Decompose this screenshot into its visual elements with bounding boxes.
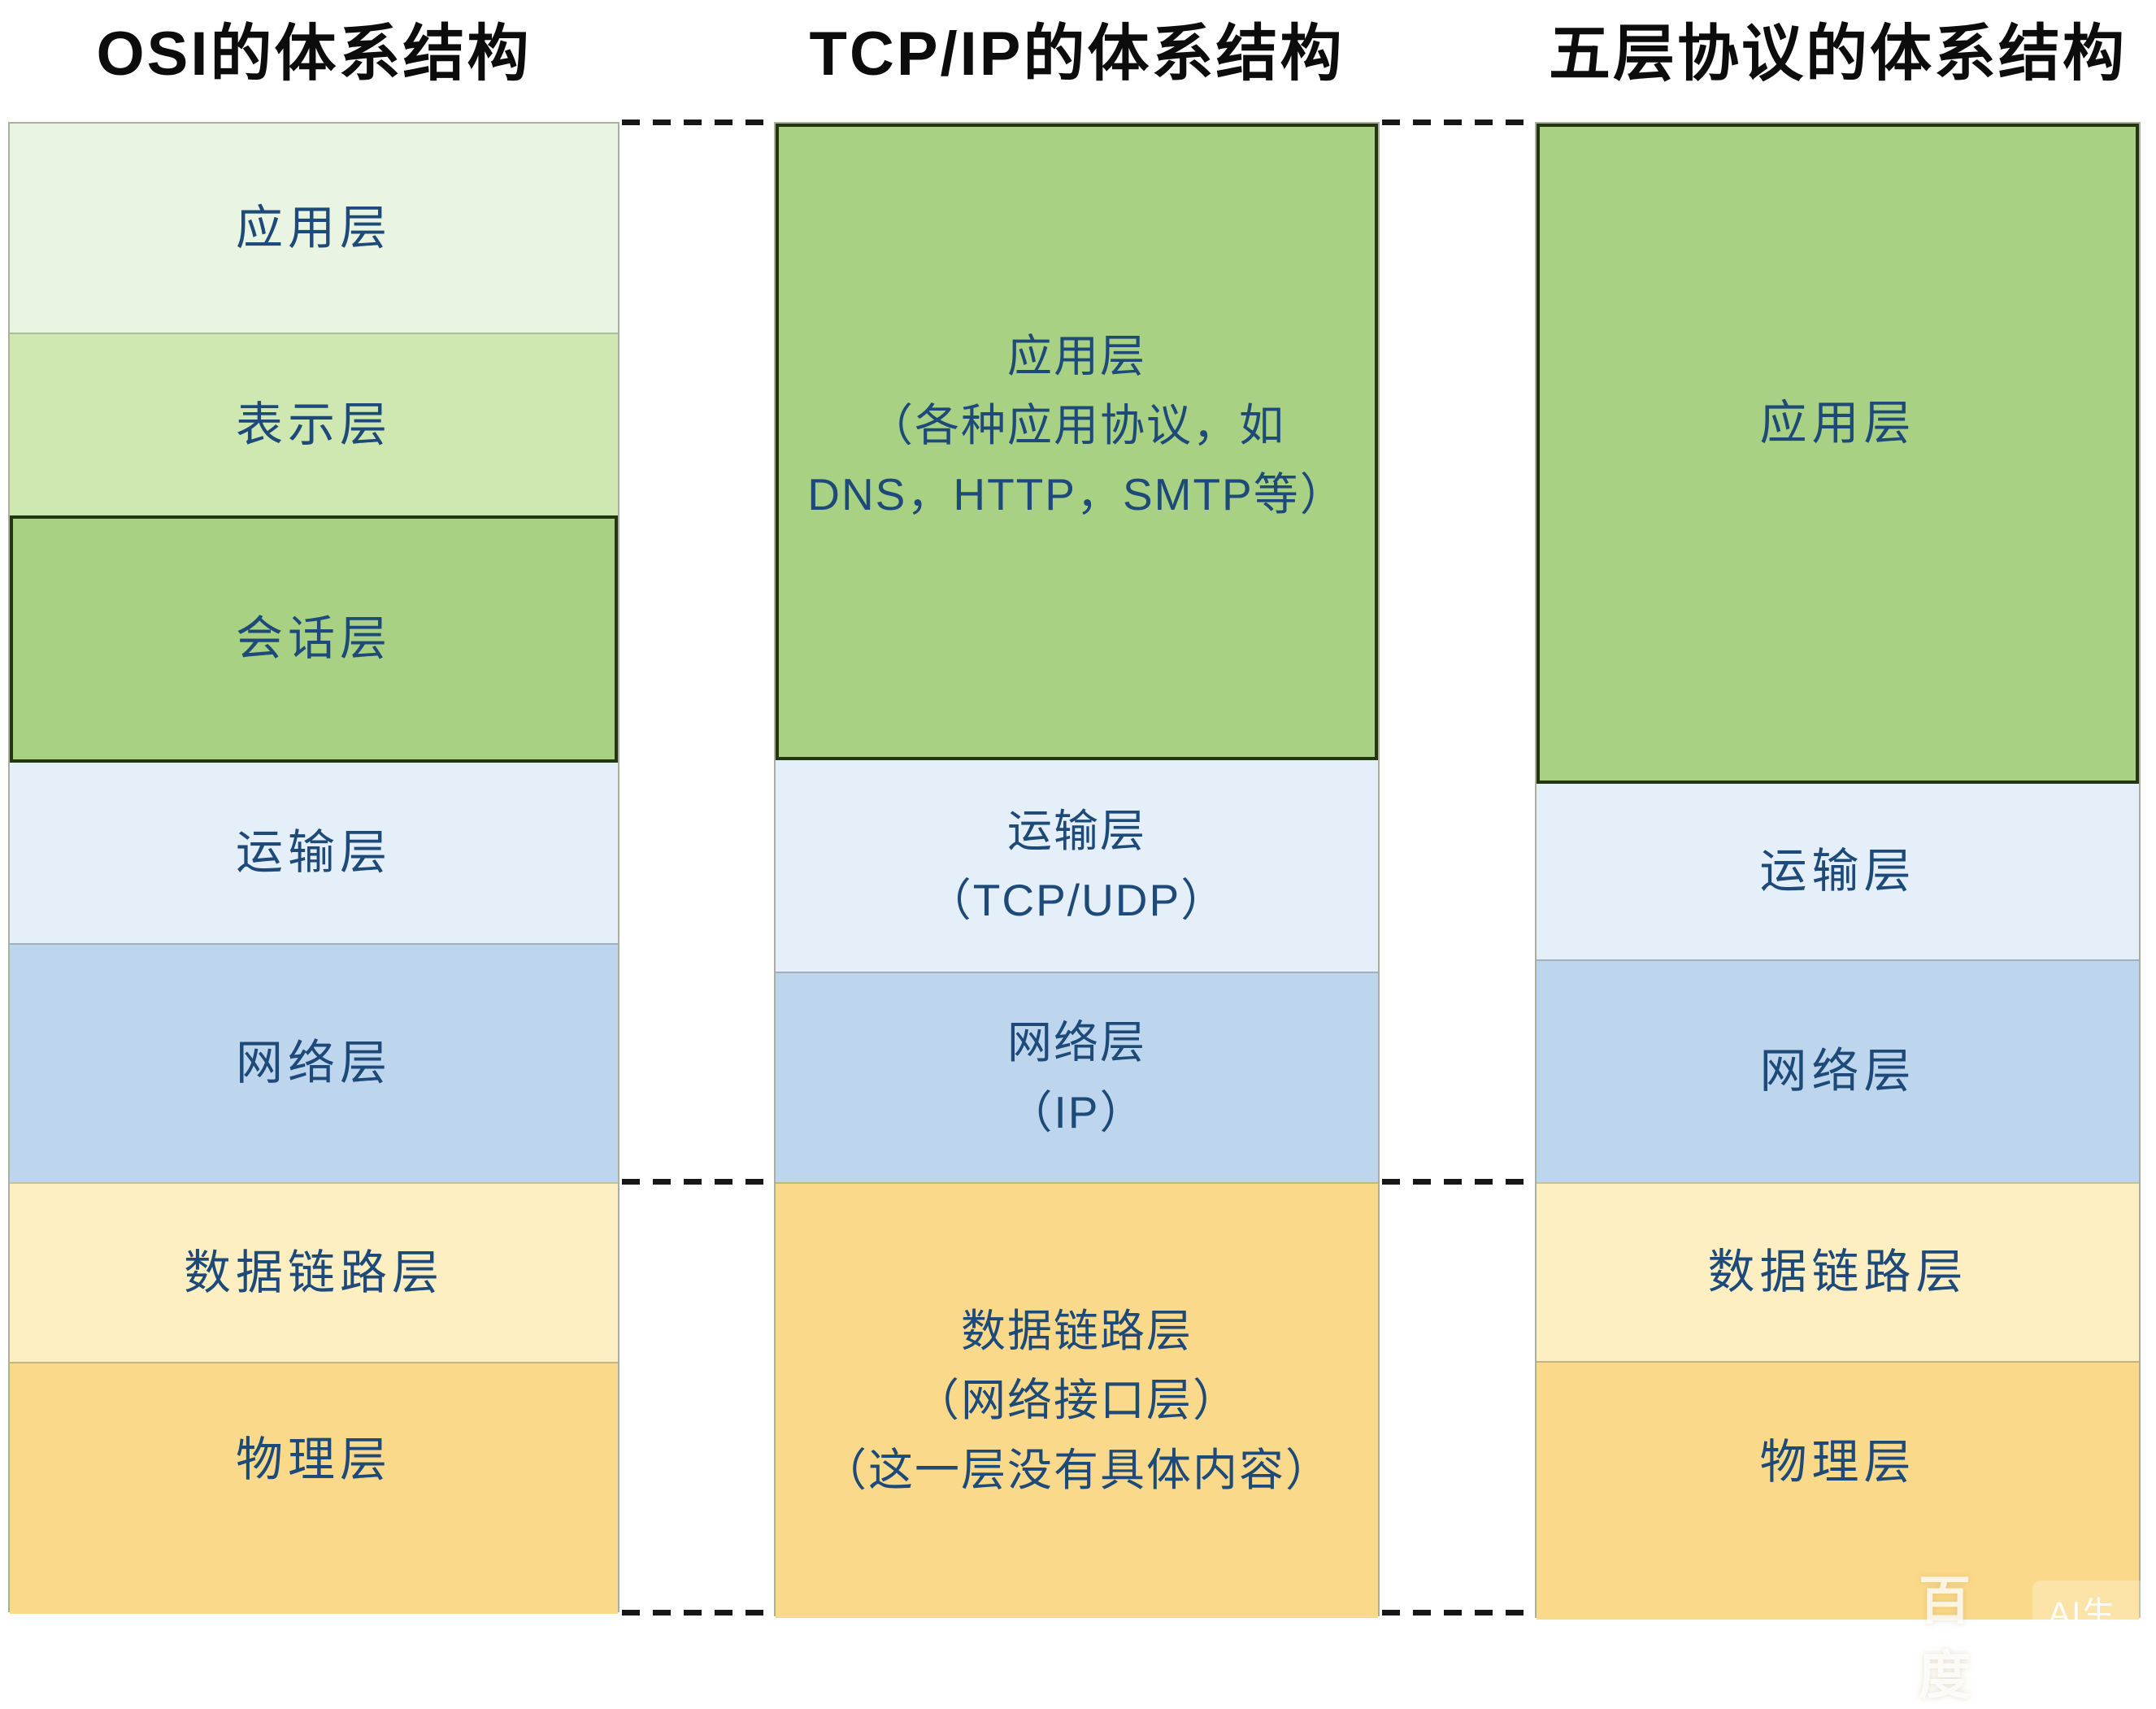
label-line: DNS，HTTP，SMTP等） xyxy=(807,469,1346,520)
five-layer-physical: 物理层 xyxy=(1537,1361,2139,1620)
watermark-brand: 百度 xyxy=(1919,1572,1974,1705)
dashed-connector-middle-left xyxy=(622,1179,772,1185)
dashed-connector-middle-right xyxy=(1382,1179,1532,1185)
dashed-connector-bottom-right xyxy=(1382,1610,1532,1616)
column-title-osi: OSI的体系结构 xyxy=(96,20,532,89)
osi-layer-network: 网络层 xyxy=(10,943,618,1182)
label-line: （各种应用协议，如 xyxy=(867,399,1285,450)
five-layer-network: 网络层 xyxy=(1537,959,2139,1182)
layer-label: 表示层 xyxy=(235,398,392,451)
layer-label: 运输层 （TCP/UDP） xyxy=(927,797,1227,936)
five-layer-application: 应用层 xyxy=(1537,124,2139,784)
tcpip-layer-network-interface: 数据链路层 （网络接口层） （这一层没有具体内容） xyxy=(776,1182,1378,1618)
osi-stack: 应用层 表示层 会话层 运输层 网络层 数据链路层 物理层 xyxy=(8,122,619,1614)
dashed-connector-bottom-left xyxy=(622,1610,772,1616)
five-layer-datalink: 数据链路层 xyxy=(1537,1182,2139,1361)
tcpip-layer-network: 网络层 （IP） xyxy=(776,972,1378,1182)
layer-label: 数据链路层 （网络接口层） （这一层没有具体内容） xyxy=(822,1297,1332,1505)
osi-layer-datalink: 数据链路层 xyxy=(10,1182,618,1362)
five-layer-transport: 运输层 xyxy=(1537,784,2139,959)
layer-label: 网络层 （IP） xyxy=(1007,1008,1146,1147)
label-line: （IP） xyxy=(1007,1086,1146,1137)
layer-label: 应用层 xyxy=(235,201,392,254)
layer-label: 应用层 （各种应用协议，如 DNS，HTTP，SMTP等） xyxy=(807,322,1346,530)
layer-label: 运输层 xyxy=(1759,845,1916,898)
label-line: 应用层 xyxy=(1006,330,1146,381)
layer-label: 数据链路层 xyxy=(1707,1246,1968,1299)
label-line: （这一层没有具体内容） xyxy=(821,1444,1332,1495)
column-title-five-layer: 五层协议的体系结构 xyxy=(1549,20,2127,89)
column-title-tcpip: TCP/IP的体系结构 xyxy=(809,20,1345,89)
watermark-ai-tag: AI生成 xyxy=(2032,1581,2156,1688)
layer-label: 应用层 xyxy=(1759,396,1916,450)
osi-layer-application: 应用层 xyxy=(10,124,618,333)
tcpip-layer-application: 应用层 （各种应用协议，如 DNS，HTTP，SMTP等） xyxy=(776,124,1378,760)
layer-label: 会话层 xyxy=(235,612,392,666)
watermark: 百度 AI生成 xyxy=(1919,1559,2156,1709)
label-line: 运输层 xyxy=(1006,805,1146,856)
layer-label: 物理层 xyxy=(1759,1436,1916,1489)
dashed-connector-top-right xyxy=(1382,120,1532,125)
label-line: 数据链路层 xyxy=(960,1306,1193,1357)
label-line: （网络接口层） xyxy=(914,1375,1239,1426)
osi-layer-transport: 运输层 xyxy=(10,763,618,943)
layer-label: 物理层 xyxy=(235,1433,392,1487)
layer-label: 网络层 xyxy=(1759,1045,1916,1098)
tcpip-layer-transport: 运输层 （TCP/UDP） xyxy=(776,760,1378,972)
layer-label: 数据链路层 xyxy=(183,1246,444,1299)
label-line: （TCP/UDP） xyxy=(926,875,1228,925)
tcpip-stack: 应用层 （各种应用协议，如 DNS，HTTP，SMTP等） 运输层 （TCP/U… xyxy=(774,122,1380,1618)
osi-layer-physical: 物理层 xyxy=(10,1362,618,1614)
label-line: 网络层 xyxy=(1006,1017,1146,1068)
protocol-stack-comparison-diagram: OSI的体系结构 TCP/IP的体系结构 五层协议的体系结构 应用层 表示层 会… xyxy=(8,20,2141,1705)
layer-label: 网络层 xyxy=(235,1037,392,1090)
osi-layer-presentation: 表示层 xyxy=(10,333,618,515)
layer-label: 运输层 xyxy=(235,826,392,880)
osi-layer-session: 会话层 xyxy=(10,515,618,763)
dashed-connector-top-left xyxy=(622,120,772,125)
five-layer-stack: 应用层 运输层 网络层 数据链路层 物理层 xyxy=(1535,122,2141,1620)
